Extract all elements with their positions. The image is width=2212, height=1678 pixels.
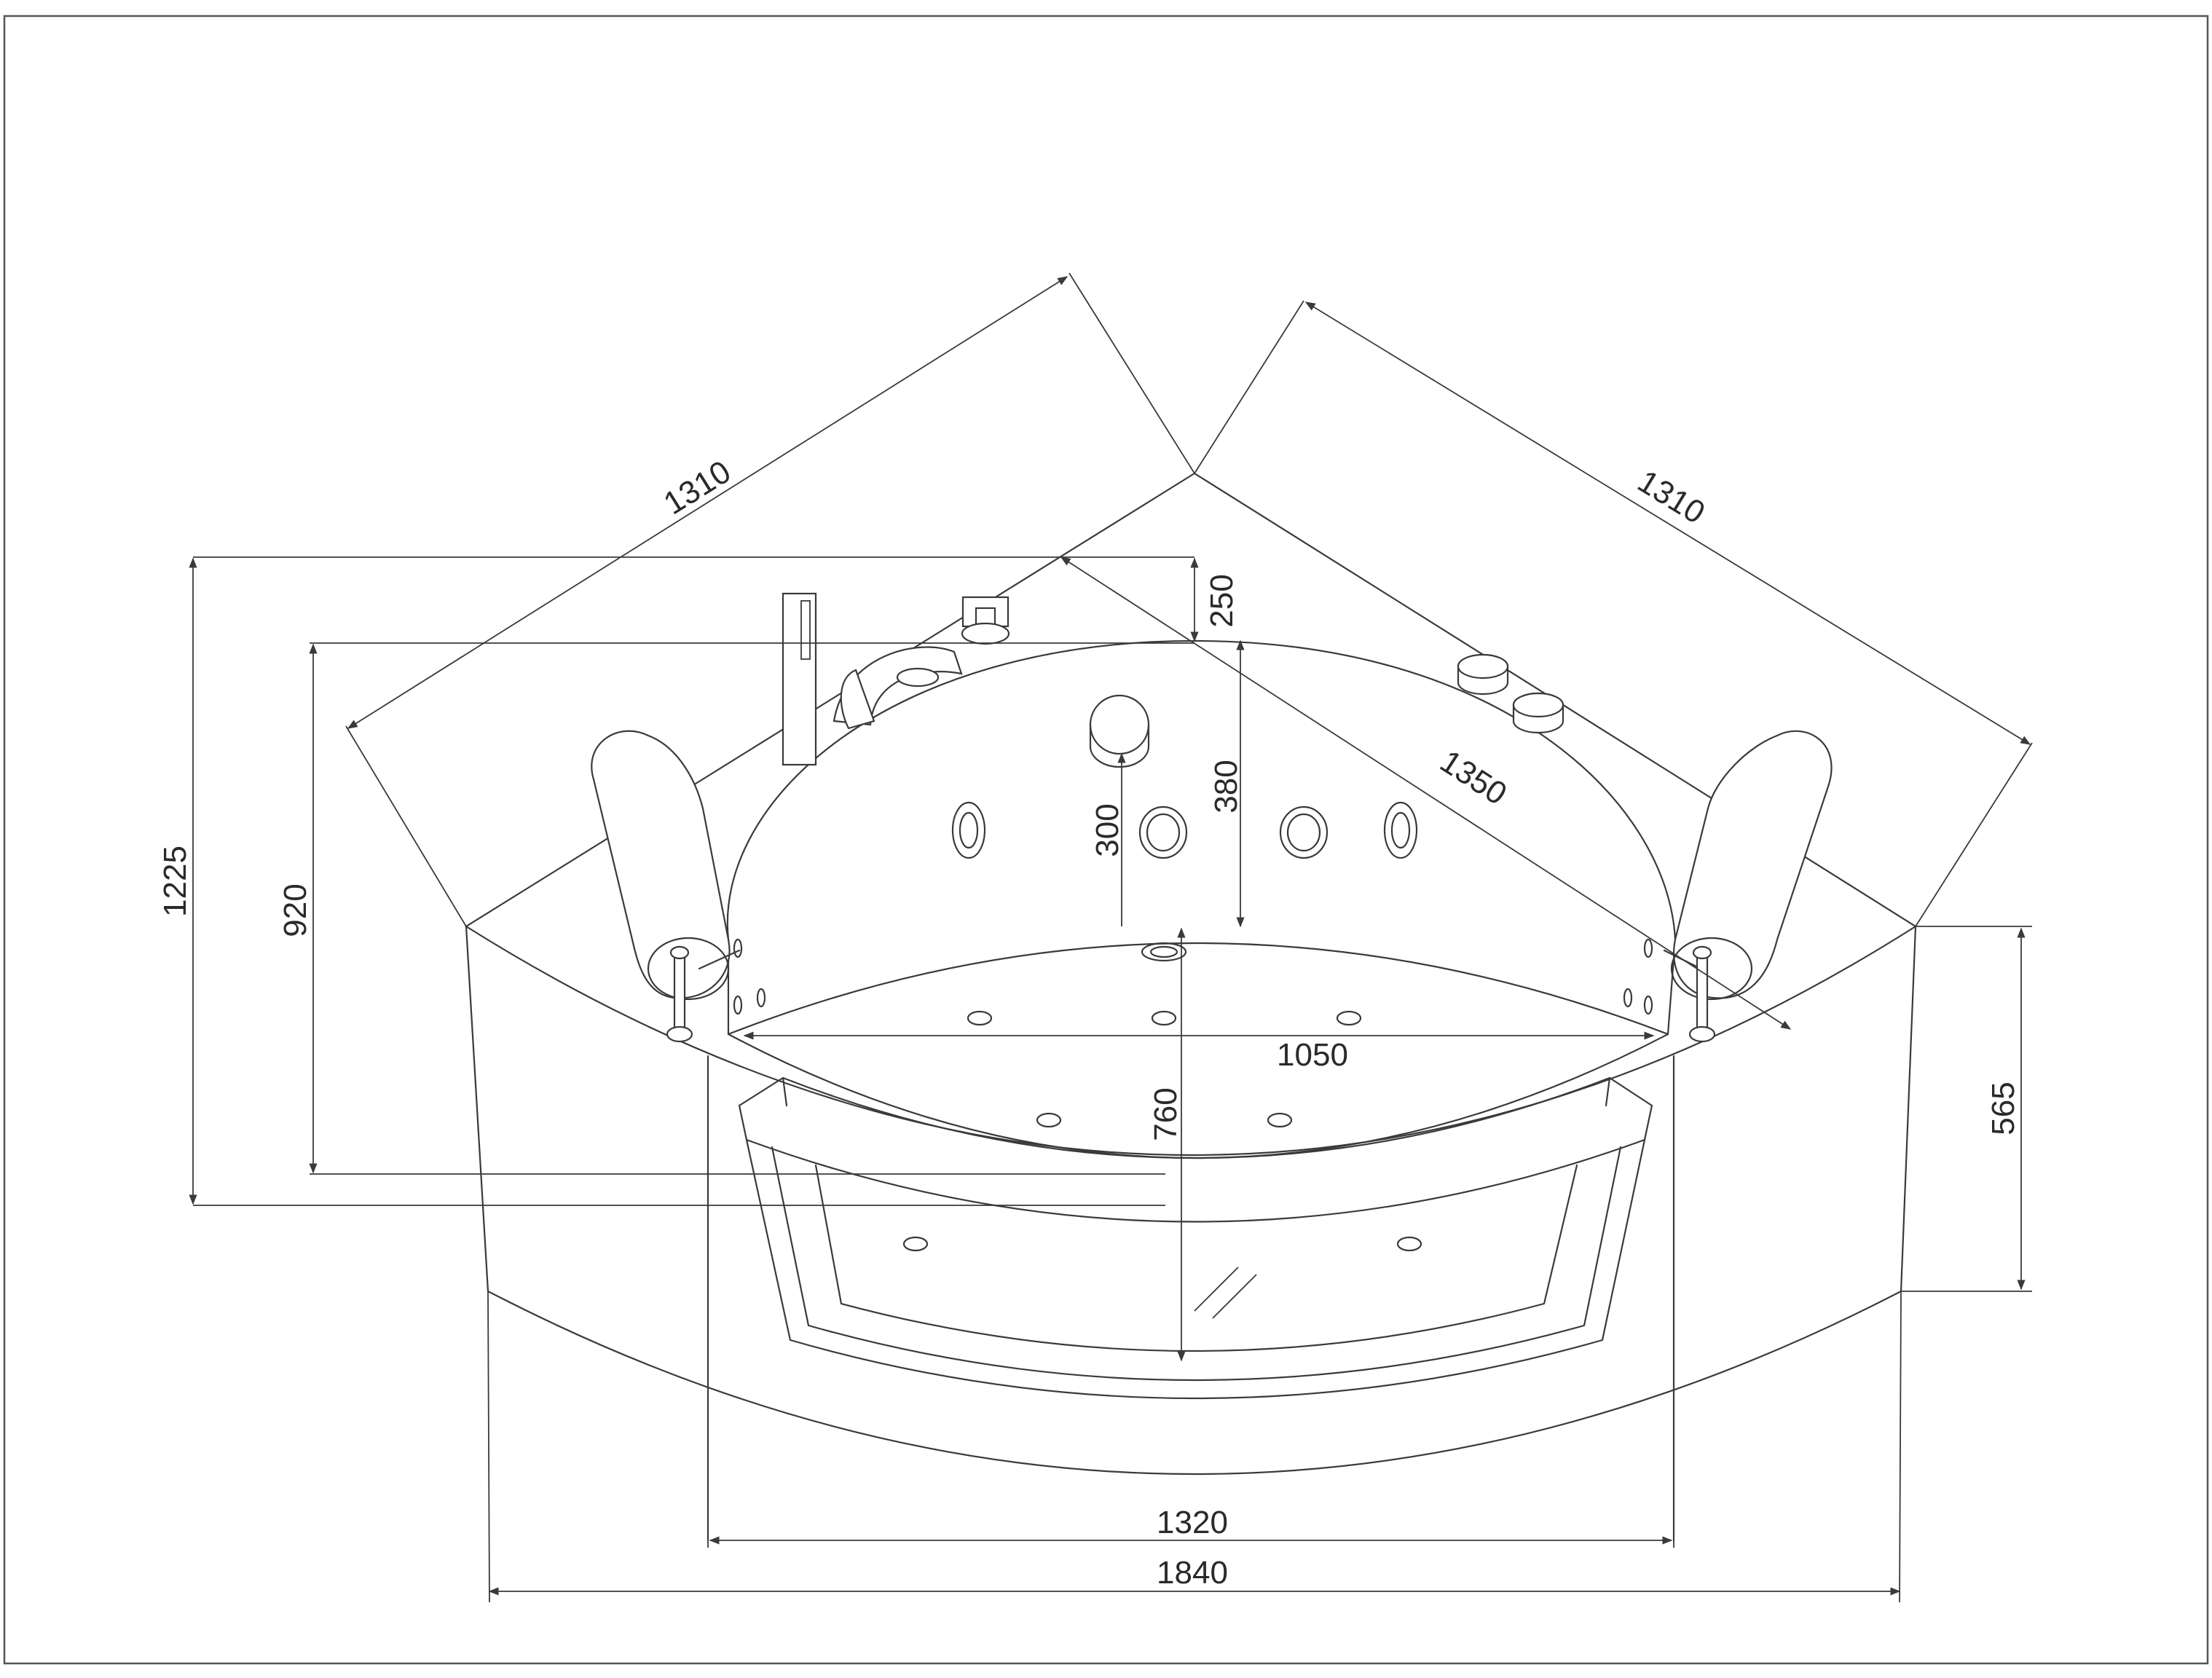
dim-left-side-length: 1310 (658, 454, 737, 521)
control-knobs (1457, 653, 1564, 734)
waterfall-spout (833, 646, 963, 730)
dim-diagonal-length: 1350 (1434, 744, 1514, 812)
dim-jet-height: 300 (1090, 803, 1125, 856)
side-jets (733, 938, 1653, 1015)
dim-front-panel-width: 1320 (1157, 1505, 1228, 1540)
right-pillow (1663, 730, 1833, 1001)
dim-overall-depth: 1225 (157, 846, 193, 917)
dim-inner-width: 1050 (1277, 1037, 1348, 1073)
left-pillow (591, 730, 741, 1001)
dim-corner-to-rim: 250 (1204, 574, 1240, 627)
wall-jets (951, 801, 1418, 859)
dim-rim-to-inner-front: 380 (1208, 760, 1244, 813)
front-window (738, 1076, 1653, 1400)
dimension-labels: 1310 1310 1350 1225 920 250 380 300 760 … (157, 454, 2021, 1591)
dim-overall-width: 1840 (1157, 1555, 1228, 1591)
drawing-frame (3, 15, 2209, 1665)
dim-bowl-depth: 760 (1148, 1087, 1184, 1141)
dim-front-panel-height: 565 (1985, 1082, 2021, 1135)
hand-shower (782, 592, 817, 766)
left-handle (666, 945, 693, 1043)
dim-right-side-length: 1310 (1632, 463, 1711, 531)
dim-inner-depth: 920 (278, 883, 313, 937)
mixer-valve (961, 596, 1010, 645)
dimension-lines (189, 272, 2033, 1603)
back-rest-jet (1089, 694, 1150, 768)
